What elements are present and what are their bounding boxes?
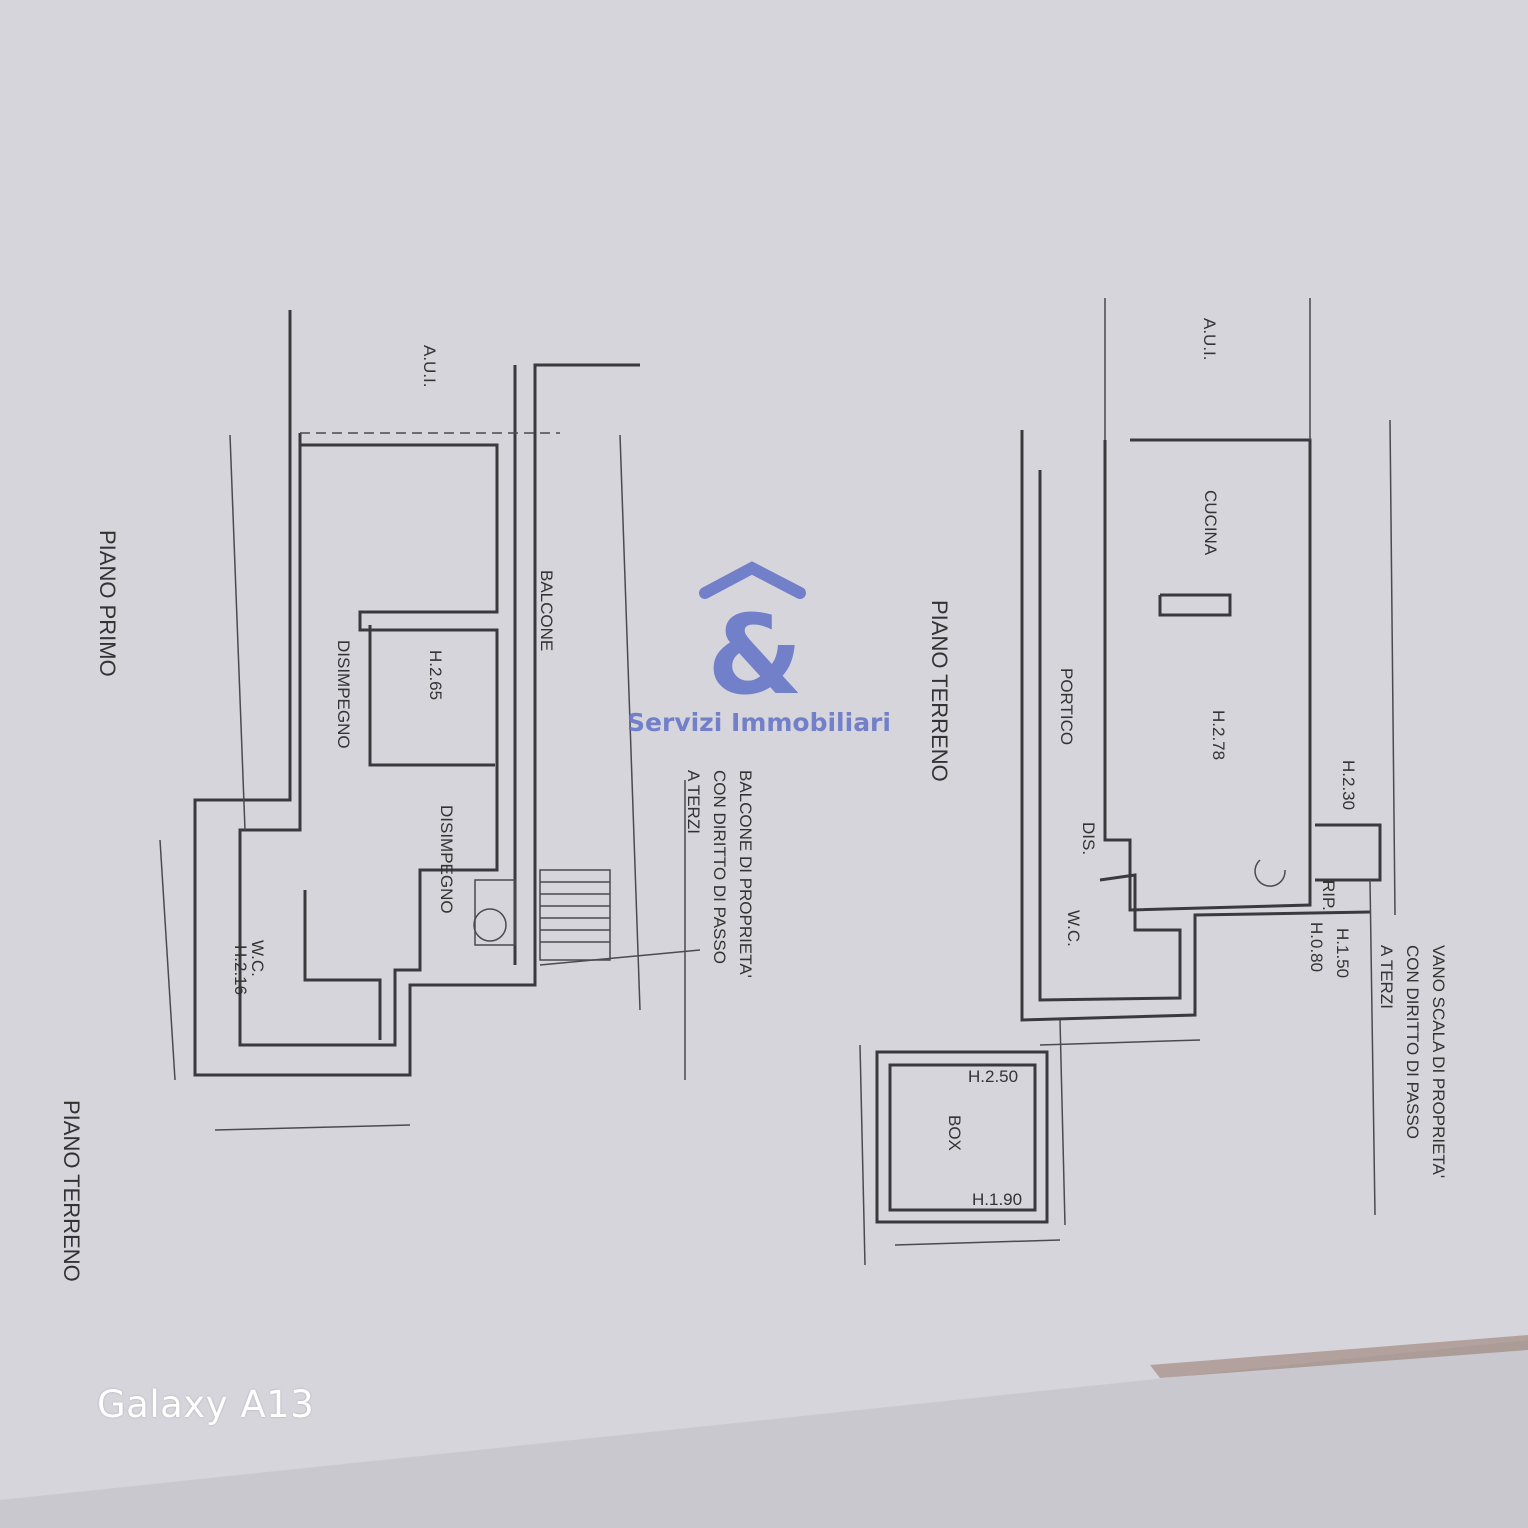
rip-label: RIP.: [1319, 880, 1338, 911]
house-roof-icon: [699, 561, 806, 599]
stair-note-1: VANO SCALA DI PROPRIETA': [1429, 945, 1448, 1178]
rip-height-2: H.0.80: [1307, 922, 1326, 972]
cucina-label: CUCINA: [1201, 490, 1220, 556]
ground-floor-title: PIANO TERRENO: [927, 600, 952, 782]
stair-height: H.2.30: [1339, 760, 1358, 810]
balcone-label: BALCONE: [537, 570, 556, 651]
disimpegno-label-1: DISIMPEGNO: [334, 640, 353, 749]
box-label: BOX: [945, 1115, 964, 1151]
cucina-height: H.2.78: [1209, 710, 1228, 760]
wc-label-ground: W.C.: [1064, 910, 1083, 947]
rip-height-1: H.1.50: [1333, 928, 1352, 978]
wc-height-first: H.2.16: [231, 945, 250, 995]
stair-note-2: CON DIRITTO DI PASSO: [1403, 945, 1422, 1139]
watermark-text: Servizi Immobiliari: [627, 708, 891, 737]
stair-note-3: A TERZI: [1377, 945, 1396, 1009]
ground-floor-aui: A.U.I.: [1200, 318, 1219, 361]
table-edge: [1150, 1335, 1528, 1378]
first-floor-labels: PIANO PRIMO A.U.I. BALCONE DISIMPEGNO H.…: [95, 345, 755, 995]
balcony-note-3: A TERZI: [684, 770, 703, 834]
portico-label: PORTICO: [1057, 668, 1076, 745]
height-label-265: H.2.65: [426, 650, 445, 700]
watermark-logo: & Servizi Immobiliari: [627, 561, 891, 737]
wc-label-first: W.C.: [248, 940, 267, 977]
box-height-1: H.2.50: [968, 1067, 1018, 1086]
ground-floor-labels: PIANO TERRENO A.U.I. CUCINA H.2.78 PORTI…: [59, 318, 1448, 1282]
first-floor-title: PIANO PRIMO: [95, 530, 120, 677]
camera-watermark: Galaxy A13: [97, 1383, 315, 1426]
first-floor-aui: A.U.I.: [420, 345, 439, 388]
ground-floor-plan: [859, 298, 1396, 1266]
balcony-note-2: CON DIRITTO DI PASSO: [710, 770, 729, 964]
watermark-symbol: &: [707, 591, 803, 719]
box-height-2: H.1.90: [972, 1190, 1022, 1209]
disimpegno-label-2: DISIMPEGNO: [437, 805, 456, 914]
box-floor-title: PIANO TERRENO: [59, 1100, 84, 1282]
paper-bottom-shadow: [0, 1340, 1528, 1528]
balcony-note-1: BALCONE DI PROPRIETA': [736, 770, 755, 978]
first-floor-plan: [159, 310, 701, 1131]
dis-label: DIS.: [1079, 822, 1098, 855]
